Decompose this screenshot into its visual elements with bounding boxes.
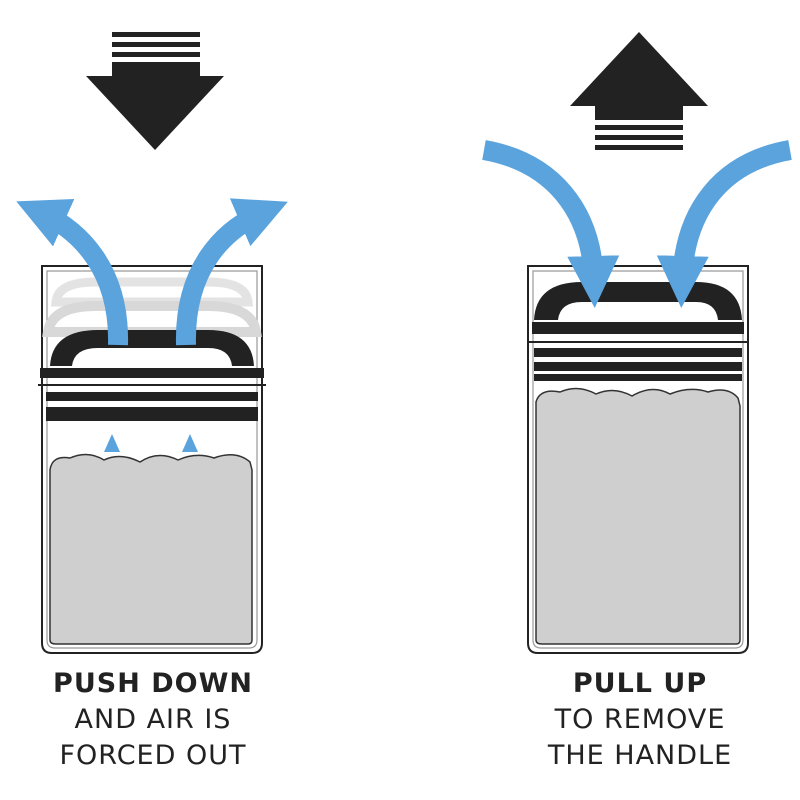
push-down-line-2: AND AIR IS <box>74 704 232 735</box>
pull-up-line-3: THE HANDLE <box>547 740 733 771</box>
down-arrow-icon <box>86 32 224 150</box>
vacuum-lid <box>528 282 748 381</box>
canister-contents <box>535 387 741 645</box>
push-down-panel <box>16 32 288 654</box>
curved-arrow-icon <box>482 140 792 308</box>
vacuum-lid <box>38 330 266 421</box>
pull-up-caption: PULL UP TO REMOVE THE HANDLE <box>470 666 800 774</box>
pull-up-heading: PULL UP <box>572 668 708 699</box>
canister-contents <box>49 453 253 645</box>
curved-arrow-icon <box>16 198 288 346</box>
air-release-arrows <box>104 434 198 452</box>
pull-up-line-2: TO REMOVE <box>554 704 726 735</box>
up-arrow-icon <box>570 32 708 150</box>
handle-motion-ghost <box>42 277 262 337</box>
push-down-caption: PUSH DOWN AND AIR IS FORCED OUT <box>0 666 323 774</box>
push-down-heading: PUSH DOWN <box>53 668 253 699</box>
push-down-line-3: FORCED OUT <box>59 740 247 771</box>
pull-up-panel <box>482 32 792 654</box>
